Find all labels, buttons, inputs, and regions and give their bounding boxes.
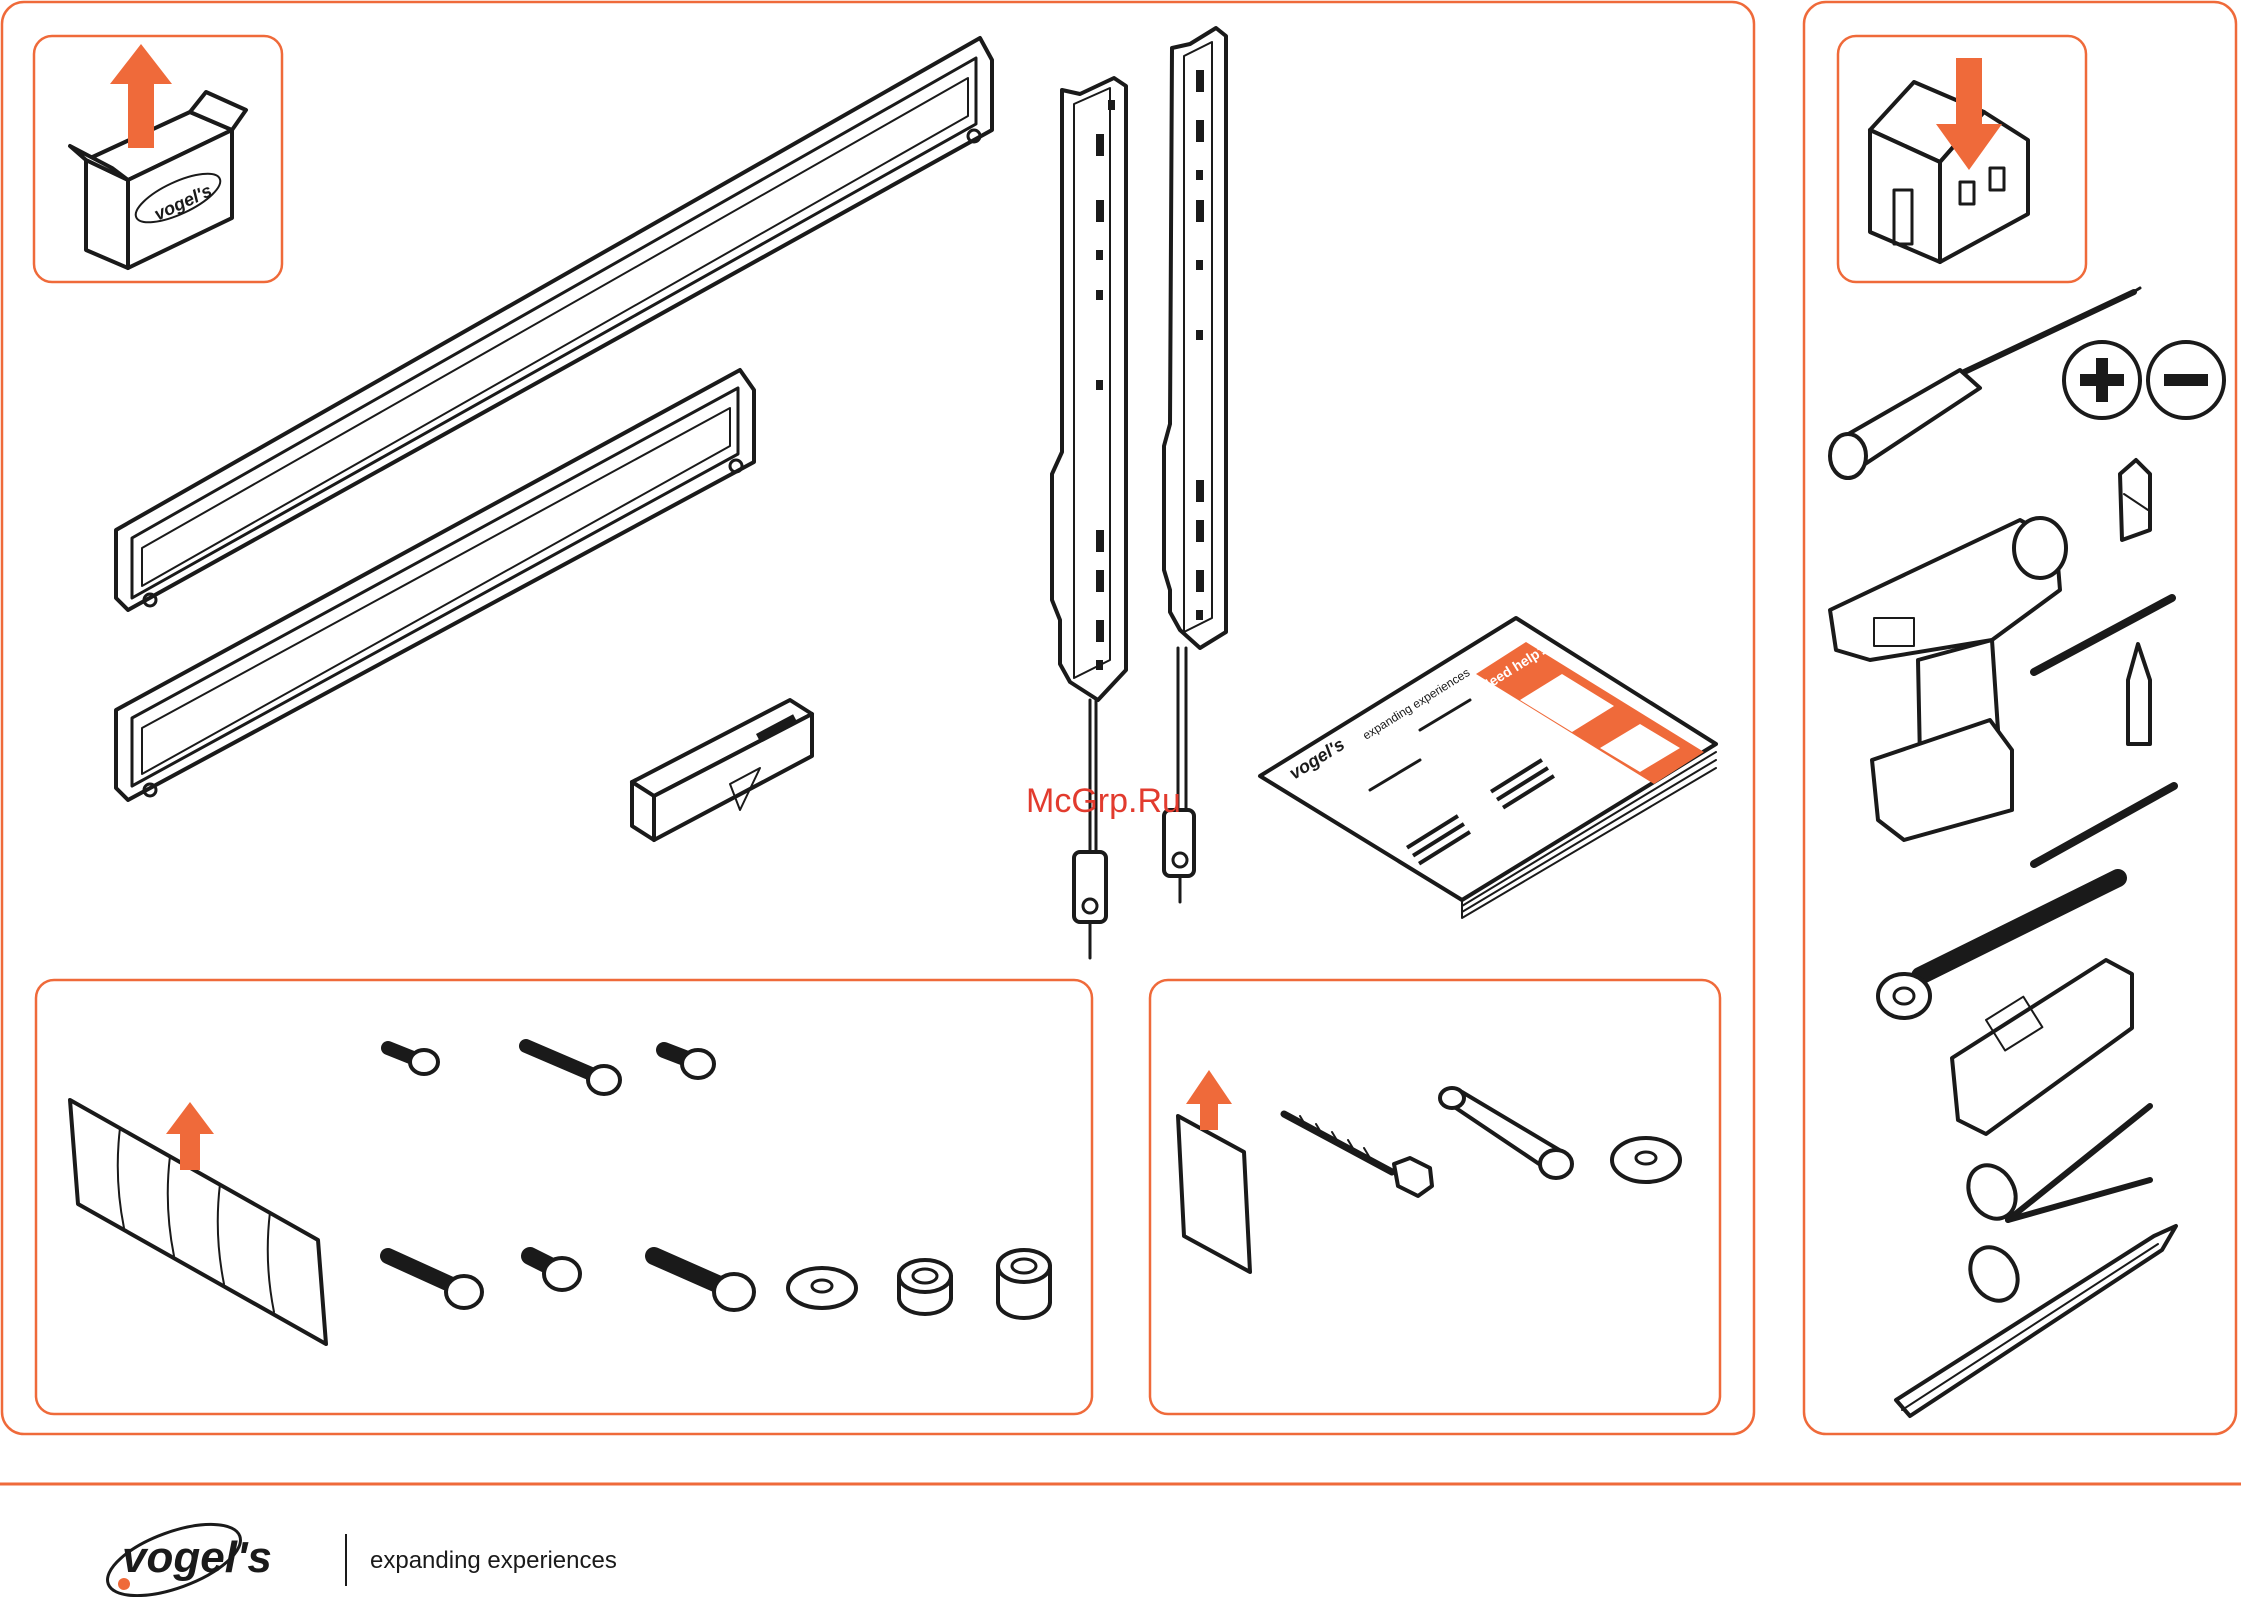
brand-tagline: expanding experiences xyxy=(370,1547,617,1574)
spacer-long xyxy=(998,1250,1050,1318)
wall-washer xyxy=(1612,1138,1680,1182)
spacer-short xyxy=(899,1260,951,1314)
plus-sign-icon xyxy=(2064,342,2140,418)
brand-name: vogel's xyxy=(122,1533,272,1582)
minus-sign-icon xyxy=(2148,342,2224,418)
brand-logo: vogel's xyxy=(99,1510,272,1597)
drill-bit-tip-icon xyxy=(2120,460,2150,540)
washer xyxy=(788,1268,856,1308)
watermark: McGrp.Ru xyxy=(1026,782,1181,820)
